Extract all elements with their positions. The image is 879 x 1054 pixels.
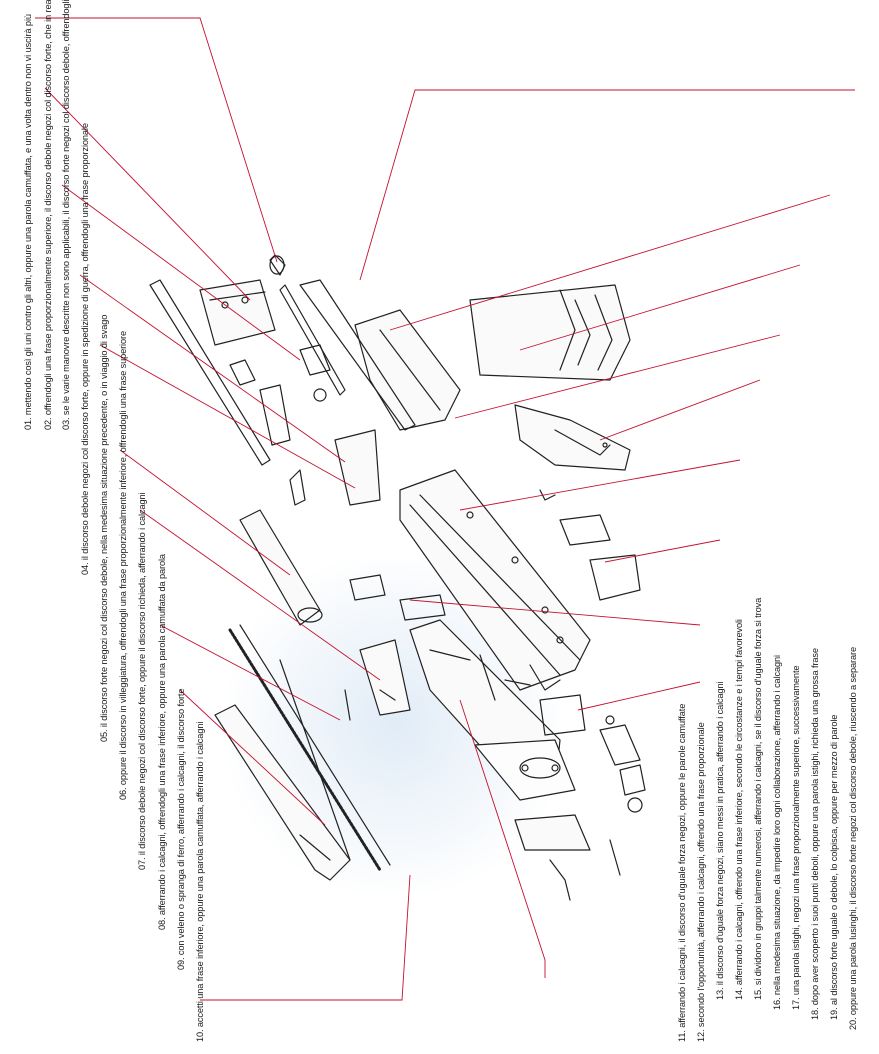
caption-15: 15. si dividono in gruppi talmente numer…: [753, 597, 763, 1000]
small-parts: [289, 344, 646, 901]
leader-09: [179, 689, 326, 826]
caption-19: 19. al discorso forte uguale o debole, l…: [829, 714, 839, 1020]
caption-14: 14. afferrando i calcagni, offrendo una …: [734, 619, 744, 1000]
caption-18: 18. dopo aver scoperto i suoi punti debo…: [810, 648, 820, 1020]
caption-16: 16. nella medesima situazione, da impedi…: [772, 655, 782, 1010]
caption-07: 07. il discorso debole negozi col discor…: [137, 492, 147, 870]
caption-13: 13. il discorso d'uguale forza negozi, s…: [715, 681, 725, 1000]
magazine-part: [469, 284, 631, 381]
dust-cover-part: [214, 659, 351, 881]
caption-10: 10. accetti una frase inferiore, oppure …: [195, 721, 205, 1042]
caption-06: 06. oppure il discorso in villeggiatura,…: [118, 331, 128, 800]
leader-10: [200, 874, 411, 1001]
caption-04: 04. il discorso debole negozi col discor…: [80, 123, 90, 575]
caption-20: 20. oppure una parola lusinghi, il disco…: [848, 647, 858, 1030]
caption-09: 09. con veleno o spranga di ferro, affer…: [176, 688, 186, 970]
handguard-part: [199, 279, 291, 446]
leader-13: [577, 681, 701, 711]
stock-part: [409, 619, 576, 801]
leader-16: [599, 379, 761, 441]
leader-19: [389, 194, 831, 331]
caption-05: 05. il discorso forte negozi col discors…: [99, 314, 109, 742]
leader-03: [61, 184, 301, 361]
leader-20: [359, 89, 855, 281]
leader-02: [44, 87, 251, 301]
leader-05: [99, 344, 356, 489]
caption-01: 01. mettendo così gli uni contro gli alt…: [23, 14, 33, 430]
pistol-grip-part: [514, 404, 631, 471]
receiver-part: [399, 469, 591, 691]
leader-04: [79, 274, 346, 463]
leader-12: [409, 599, 701, 626]
leader-17: [454, 334, 781, 419]
leader-15: [459, 459, 741, 511]
caption-02: 02. offrendogli una frase proporzionalme…: [43, 0, 53, 430]
leader-06: [119, 449, 291, 576]
leader-07: [139, 509, 381, 681]
leader-14: [604, 539, 721, 563]
leader-11: [459, 699, 546, 978]
recoil-spring-part: [228, 624, 391, 872]
caption-12: 12. secondo l'opportunità, afferrando i …: [696, 722, 706, 1042]
leader-18: [519, 264, 801, 351]
caption-17: 17. una parola istighi, negozi una frase…: [791, 665, 801, 1010]
caption-03: 03. se le varie manovre descritte non so…: [61, 0, 71, 430]
leader-01: [35, 17, 278, 263]
gas-tube-part: [269, 254, 461, 431]
caption-11: 11. afferrando i calcagni, il discorso d…: [677, 703, 687, 1042]
caption-08: 08. afferrando i calcagni, offrendogli u…: [157, 554, 167, 930]
leader-08: [159, 624, 341, 721]
